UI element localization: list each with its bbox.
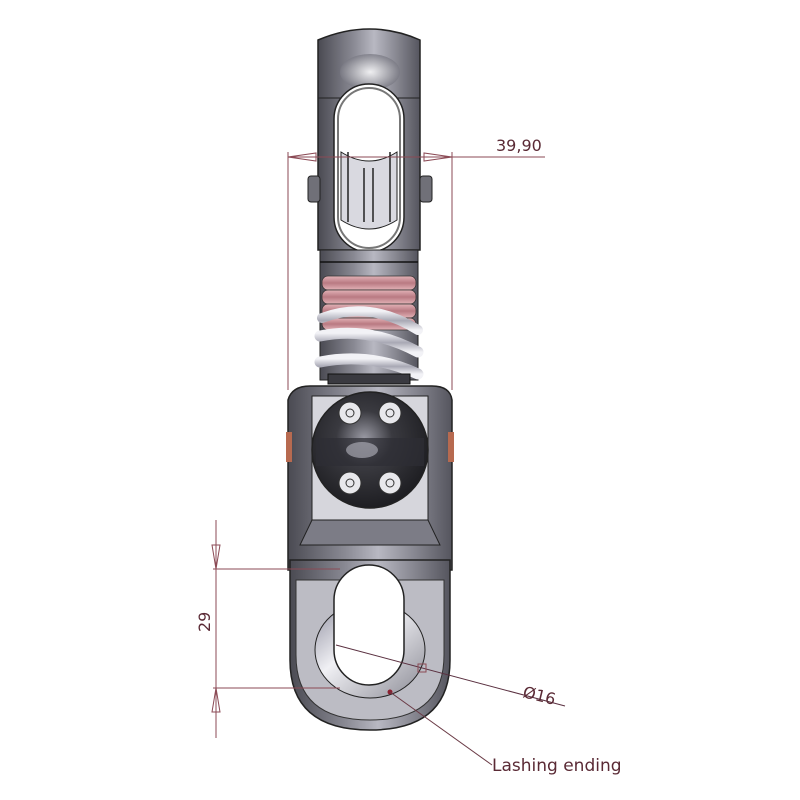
lashing-eye [289, 559, 451, 731]
sheave [340, 151, 398, 230]
dimension-eye-diameter-label: Ø16 [521, 682, 558, 708]
dimension-eye-length-label: 29 [195, 612, 214, 632]
bolt-heads [338, 401, 402, 495]
dimension-width [287, 152, 545, 390]
spring-assembly [314, 249, 424, 385]
lashing-callout-label: Lashing ending [492, 756, 622, 776]
dimension-eye-length [211, 520, 340, 738]
swivel-body [286, 385, 454, 571]
lashing-leader [387, 689, 493, 766]
dimension-eye-diameter [335, 644, 566, 707]
dimension-width-label: 39,90 [496, 136, 542, 155]
top-shackle [307, 28, 433, 253]
